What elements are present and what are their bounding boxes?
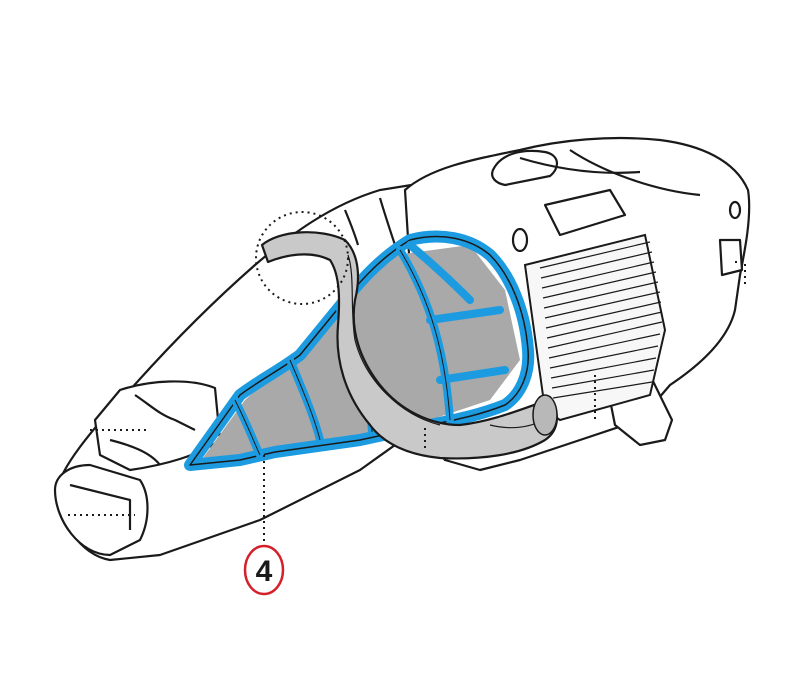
rear-vent: [543, 188, 627, 237]
release-latch: [491, 149, 558, 187]
detail-circle: [255, 211, 349, 305]
callout-ring: [243, 544, 285, 596]
callout-label: 4: [256, 555, 273, 588]
pleated-filter: [523, 233, 667, 422]
callout-4: 4: [243, 544, 285, 596]
callout-guides: [68, 211, 746, 545]
handle: [260, 231, 558, 460]
side-button: [718, 238, 744, 277]
front-nozzle: [53, 463, 149, 557]
